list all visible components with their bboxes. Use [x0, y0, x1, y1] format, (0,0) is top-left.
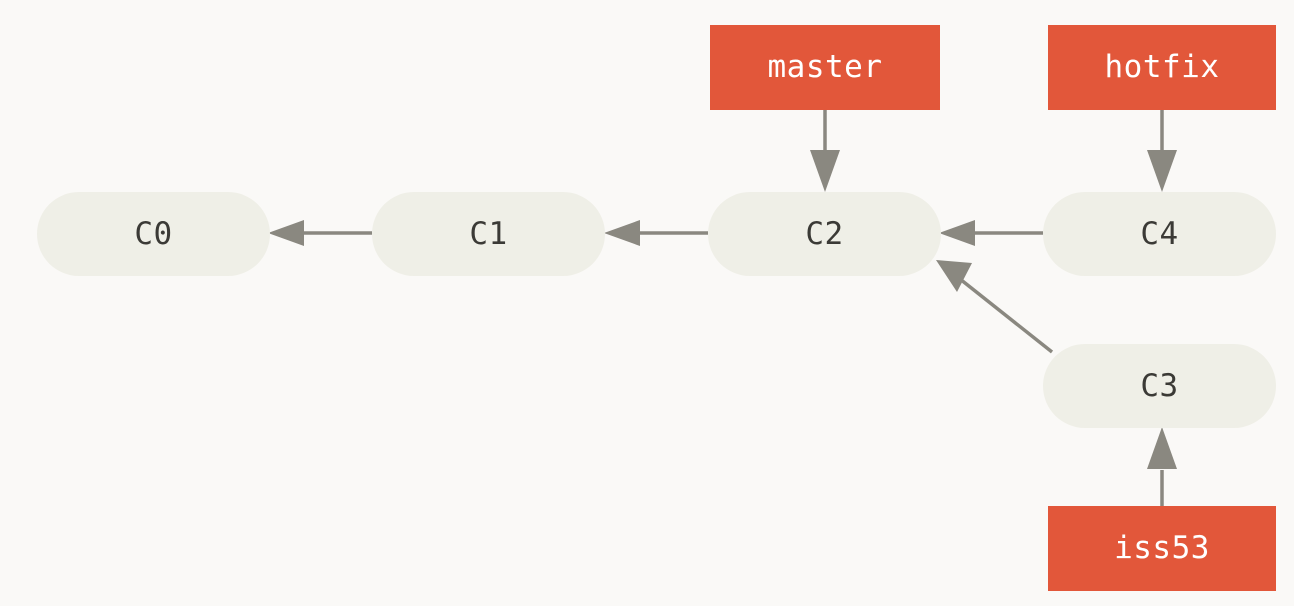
branch-label-hotfix[interactable]: hotfix	[1048, 25, 1276, 110]
commit-node-c0[interactable]: C0	[37, 192, 270, 276]
commit-node-c2[interactable]: C2	[708, 192, 941, 276]
commit-node-c3[interactable]: C3	[1043, 344, 1276, 428]
edge-c3-to-c2	[936, 260, 1054, 354]
commit-label-c3: C3	[1140, 367, 1179, 404]
edge-c2-to-c1	[604, 220, 708, 246]
edge-hotfix-to-c4	[1147, 110, 1177, 192]
commit-node-c1[interactable]: C1	[372, 192, 605, 276]
edge-master-to-c2	[810, 110, 840, 192]
commit-label-c2: C2	[805, 215, 844, 252]
edge-c4-to-c2	[939, 220, 1043, 246]
branch-label-master-text: master	[767, 49, 883, 85]
branch-label-iss53-text: iss53	[1114, 530, 1210, 566]
branch-label-iss53[interactable]: iss53	[1048, 506, 1276, 591]
branch-label-master[interactable]: master	[710, 25, 940, 110]
commit-label-c1: C1	[469, 215, 508, 252]
branch-label-hotfix-text: hotfix	[1104, 49, 1220, 85]
edge-iss53-to-c3	[1147, 427, 1177, 506]
commit-node-c4[interactable]: C4	[1043, 192, 1276, 276]
edge-c1-to-c0	[268, 220, 372, 246]
commit-label-c4: C4	[1140, 215, 1179, 252]
commit-label-c0: C0	[134, 215, 173, 252]
